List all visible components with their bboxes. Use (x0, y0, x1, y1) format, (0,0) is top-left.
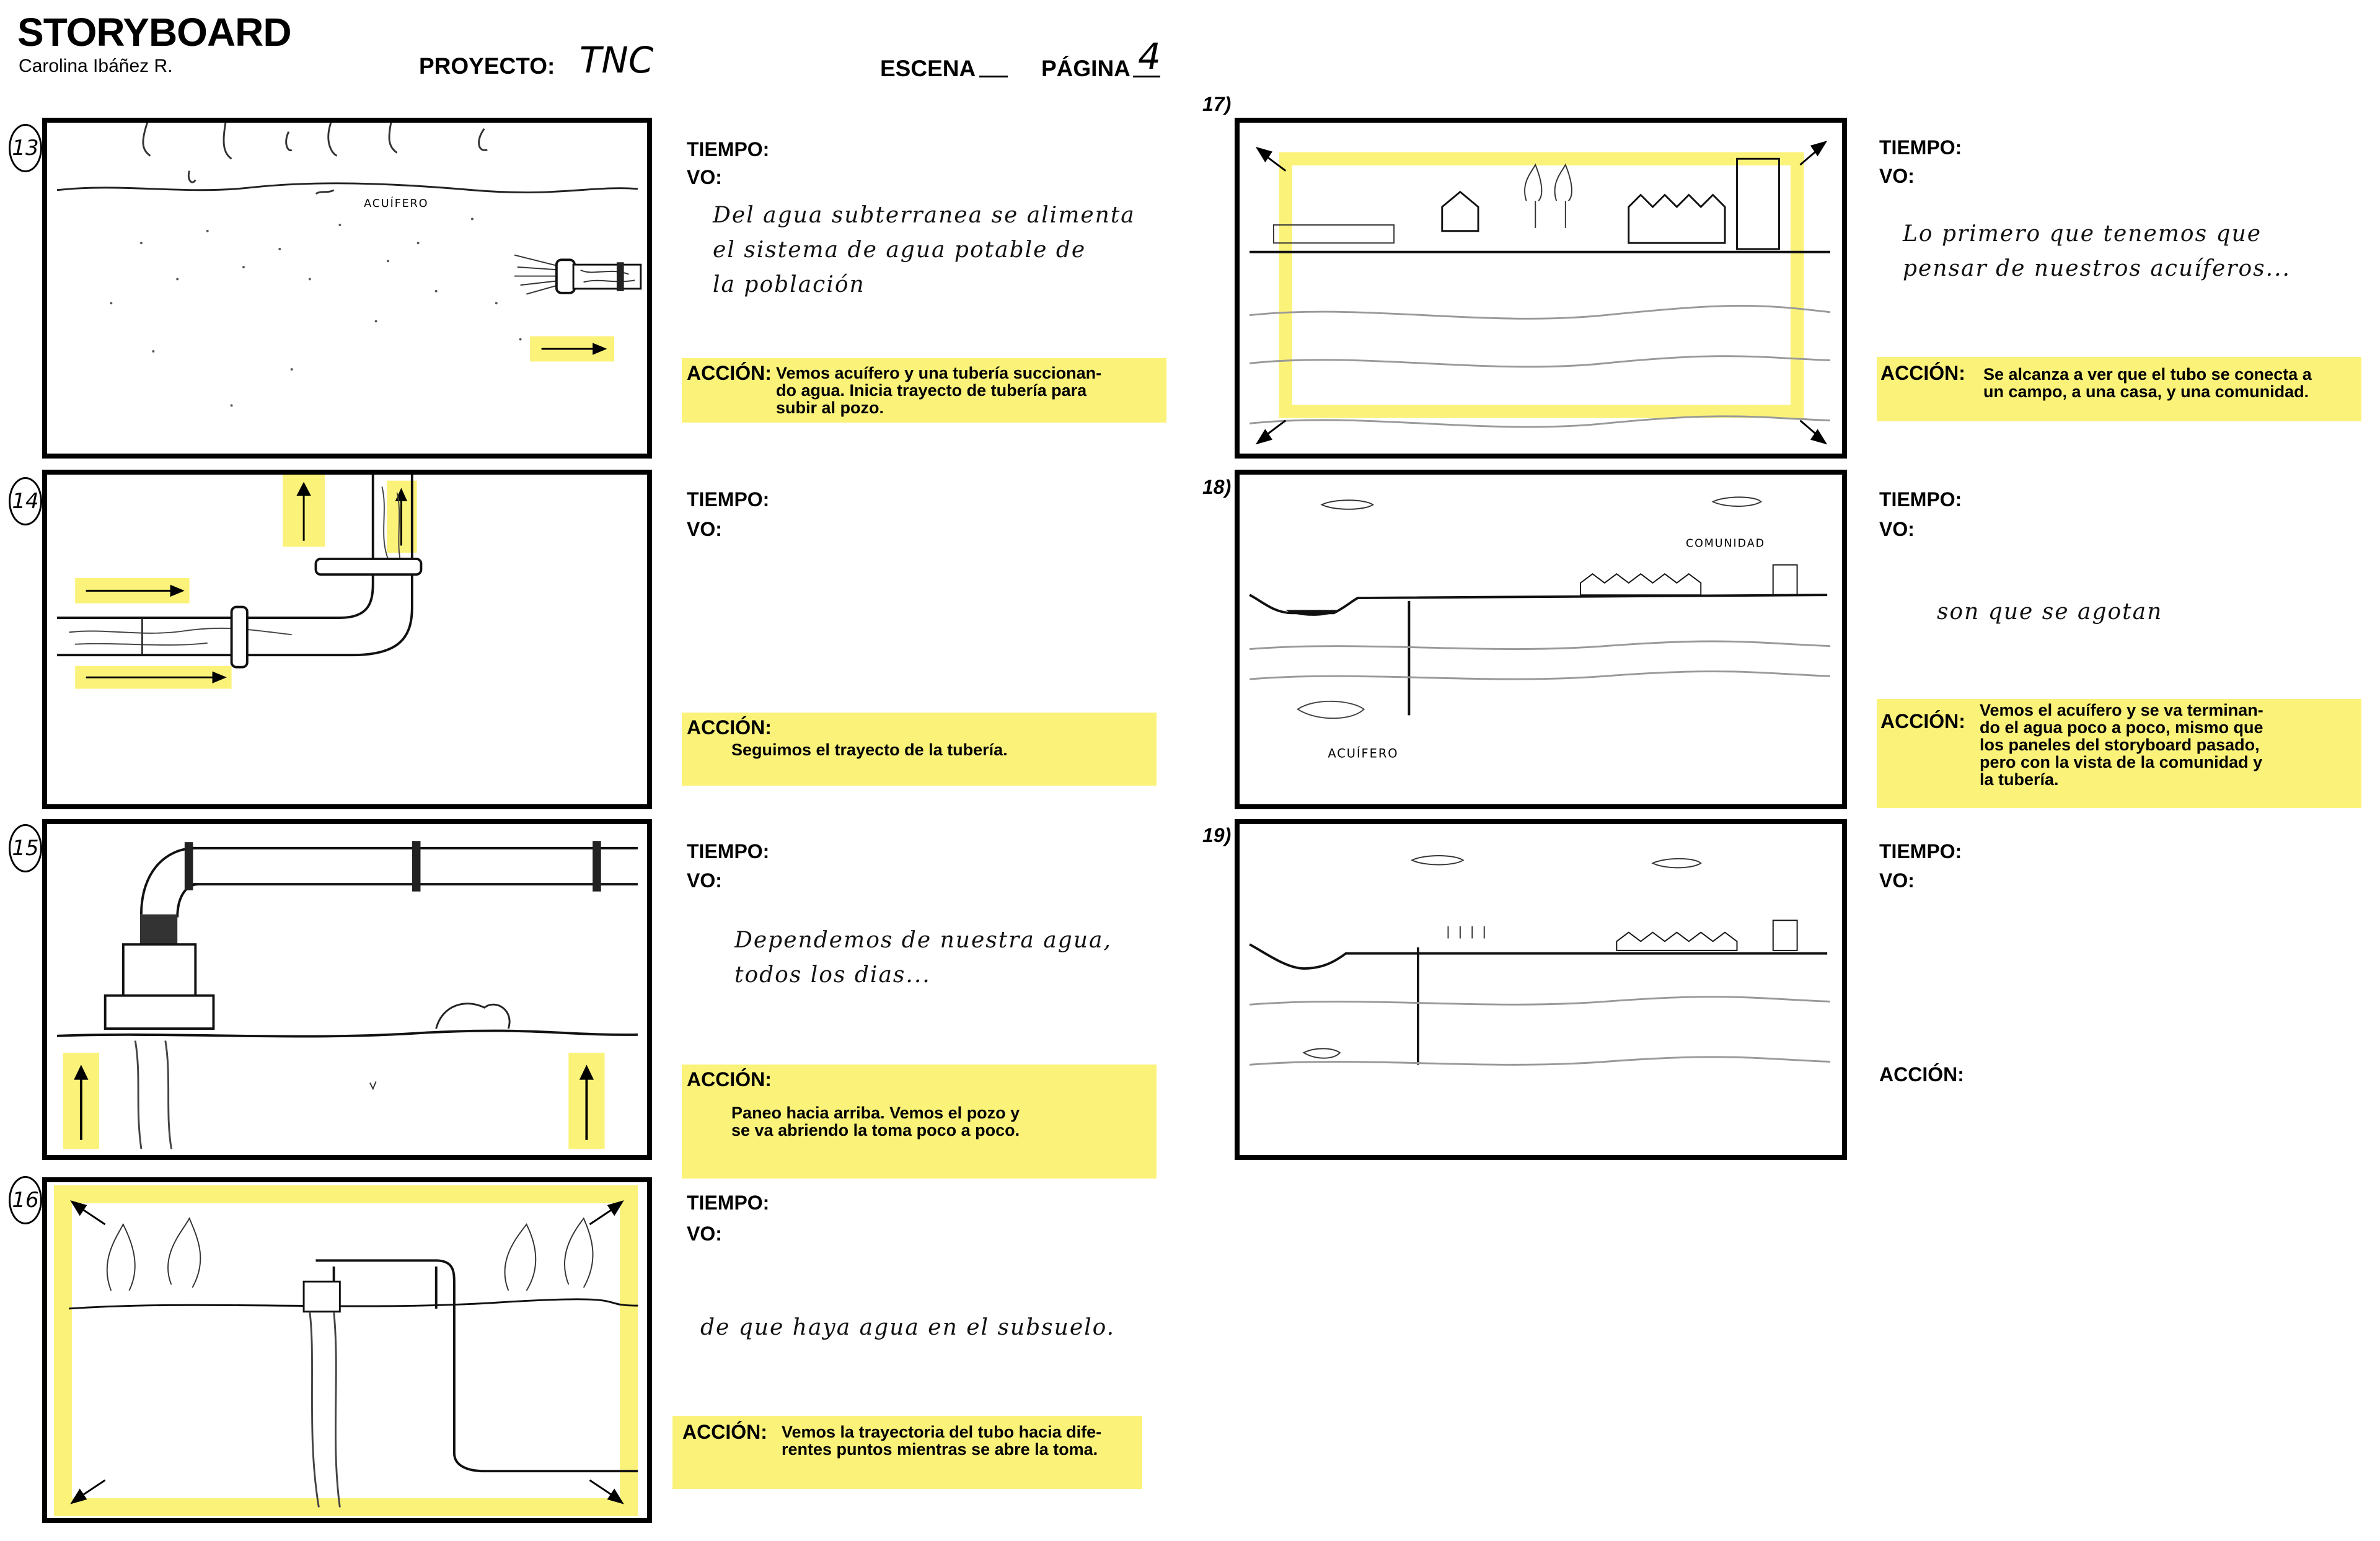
panel-frame-16 (42, 1177, 652, 1523)
panel-17-voiceover: Lo primero que tenemos que pensar de nue… (1903, 221, 2291, 281)
panel-number-17: 17) (1202, 93, 1232, 115)
panel-13-voiceover: Del agua subterranea se alimenta el sist… (713, 203, 1135, 297)
panel-14-vo-label: VO: (687, 518, 722, 540)
panel-14-action-label: ACCIÓN: (687, 716, 772, 739)
panel-14-tiempo-label: TIEMPO: (687, 488, 770, 511)
scene-blank-line (979, 76, 1008, 77)
sketch-aquifer-pipe: ACUÍFERO (56, 123, 642, 407)
panel-17-vo-label: VO: (1879, 165, 1915, 187)
aquifer-sketch-label: ACUÍFERO (364, 196, 428, 210)
panel-16-tiempo-label: TIEMPO: (687, 1192, 770, 1214)
panel-16-action-box: ACCIÓN: Vemos la trayectoria del tubo ha… (672, 1416, 1142, 1489)
page-value: 4 (1138, 35, 1161, 77)
panel-15-tiempo-label: TIEMPO: (687, 840, 770, 863)
panel-18-action-label: ACCIÓN: (1880, 710, 1965, 732)
panel-18-voiceover: son que se agotan (1937, 599, 2163, 625)
page-blank-line (1133, 76, 1160, 77)
panel-15-action-label: ACCIÓN: (687, 1068, 772, 1091)
panel-17-action-box: ACCIÓN: Se alcanza a ver que el tubo se … (1877, 357, 2361, 421)
panel-13-action-text: Vemos acuífero y una tubería succionan- … (776, 364, 1102, 417)
sketch-community-aquifer: COMUNIDAD ACUÍFERO (1249, 496, 1831, 760)
page-label: PÁGINA (1041, 56, 1130, 81)
panel-number-13: 13 (9, 124, 42, 172)
panel-15-voiceover: Dependemos de nuestra agua, todos los di… (734, 928, 1112, 988)
storyboard-title: STORYBOARD (17, 10, 292, 55)
panel-18-action-box: ACCIÓN: Vemos el acuífero y se va termin… (1877, 699, 2361, 808)
sketch-landscape-pipe (53, 1185, 638, 1517)
panel-frame-17 (1235, 118, 1847, 459)
panel-17-action-label: ACCIÓN: (1880, 362, 1965, 384)
panel-16-action-text: Vemos la trayectoria del tubo hacia dife… (782, 1423, 1102, 1459)
project-label: PROYECTO: (419, 53, 555, 79)
panel-number-18: 18) (1202, 476, 1232, 498)
panel-16-vo-label: VO: (687, 1223, 722, 1245)
panel-17-action-text: Se alcanza a ver que el tubo se conecta … (1983, 365, 2312, 401)
panel-19-tiempo-label: TIEMPO: (1879, 840, 1962, 863)
panel-19-action-label: ACCIÓN: (1879, 1063, 1964, 1086)
sketch-community-landscape (1249, 141, 1831, 445)
scene-label: ESCENA (880, 56, 976, 81)
sketch-pipe-elbow (57, 475, 423, 689)
panel-14-action-box: ACCIÓN: Seguimos el trayecto de la tuber… (682, 713, 1157, 786)
panel-14-action-text: Seguimos el trayecto de la tubería. (731, 740, 1008, 759)
panel-frame-15 (42, 819, 652, 1160)
aquifer-sketch-label-18: ACUÍFERO (1328, 746, 1398, 760)
panel-13-action-box: ACCIÓN: Vemos acuífero y una tubería suc… (682, 358, 1166, 423)
panel-13-tiempo-label: TIEMPO: (687, 138, 770, 160)
panel-15-action-text: Paneo hacia arriba. Vemos el pozo y se v… (731, 1104, 1020, 1139)
panel-16-action-label: ACCIÓN: (682, 1421, 767, 1443)
project-value: TNC (580, 39, 654, 81)
panel-number-14: 14 (9, 477, 42, 525)
sketch-community-depleted (1249, 855, 1831, 1066)
community-sketch-label: COMUNIDAD (1686, 537, 1765, 550)
author-name: Carolina Ibáñez R. (19, 56, 173, 76)
panel-18-action-text: Vemos el acuífero y se va terminan- do e… (1980, 701, 2263, 789)
panel-frame-14 (42, 470, 652, 809)
panel-15-vo-label: VO: (687, 869, 722, 892)
panel-15-action-box: ACCIÓN: Paneo hacia arriba. Vemos el poz… (682, 1065, 1157, 1179)
panel-13-vo-label: VO: (687, 166, 722, 188)
panel-17-tiempo-label: TIEMPO: (1879, 136, 1962, 159)
panel-19-vo-label: VO: (1879, 869, 1915, 892)
panel-18-tiempo-label: TIEMPO: (1879, 488, 1962, 511)
panel-number-19: 19) (1202, 824, 1232, 846)
panel-frame-13: ACUÍFERO (42, 118, 652, 459)
panel-number-15: 15 (9, 824, 42, 872)
panel-13-action-label: ACCIÓN: (687, 362, 772, 384)
panel-frame-18: COMUNIDAD ACUÍFERO (1235, 470, 1847, 809)
panel-frame-19 (1235, 819, 1847, 1160)
panel-18-vo-label: VO: (1879, 518, 1915, 540)
sketch-well-pump (56, 841, 638, 1149)
panel-16-voiceover: de que haya agua en el subsuelo. (700, 1315, 1116, 1340)
panel-number-16: 16 (9, 1176, 42, 1224)
